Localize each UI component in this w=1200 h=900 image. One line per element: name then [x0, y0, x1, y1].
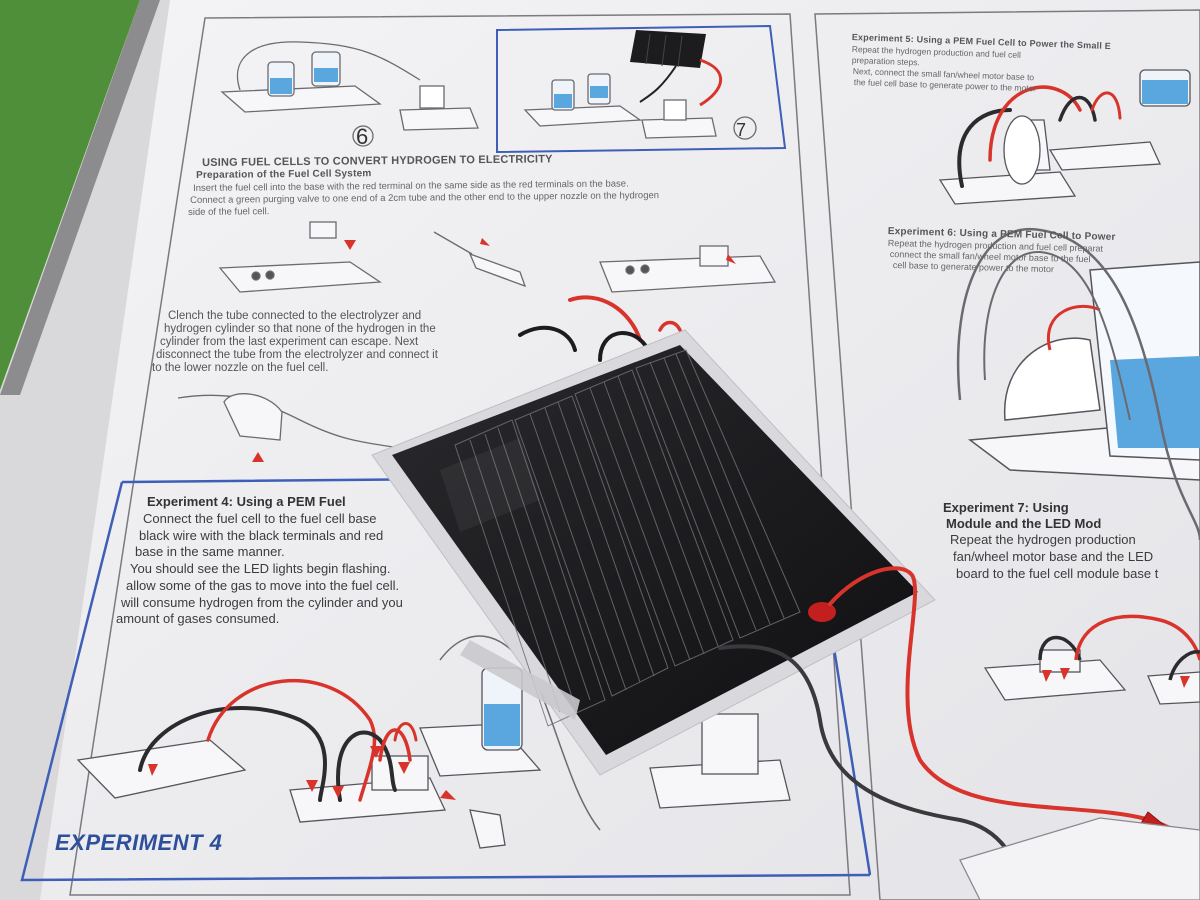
- experiment4-red-arrows: [148, 746, 456, 800]
- experiment4-line-2: black wire with the black terminals and …: [139, 528, 384, 543]
- step7-circle: [733, 116, 757, 140]
- clench-line-5: to the lower nozzle on the fuel cell.: [152, 362, 329, 374]
- fuel-cell-base-sketches: [218, 221, 777, 293]
- left-panel-frame: [69, 13, 851, 896]
- experiment4-label: EXPERIMENT 4: [55, 830, 223, 855]
- step7-diagram: [523, 73, 717, 139]
- step6-number: 6: [356, 124, 368, 149]
- experiment4-wires: [138, 678, 418, 802]
- exp7-line-2: fan/wheel motor base and the LED: [953, 549, 1154, 564]
- experiment4-apparatus: [76, 635, 791, 849]
- red-direction-arrows: [252, 238, 736, 462]
- exp6-apparatus: [956, 227, 1200, 541]
- tube-clamp-sketch: [177, 393, 401, 449]
- exp7-line-1: Repeat the hydrogen production: [950, 532, 1136, 547]
- exp7-title: Experiment 7: Using: [943, 500, 1069, 515]
- real-wires-background: [518, 295, 682, 362]
- exp5-wires: [957, 85, 1122, 188]
- step6-diagram: [220, 41, 479, 147]
- solar-panel-stand: [460, 640, 580, 720]
- experiment4-line-4: You should see the LED lights begin flas…: [130, 561, 391, 576]
- experiment4-line-7: amount of gases consumed.: [116, 611, 280, 626]
- exp7-apparatus: [983, 614, 1200, 705]
- instruction-line-3: side of the fuel cell.: [188, 206, 270, 218]
- exp7-subtitle: Module and the LED Mod: [946, 516, 1102, 531]
- step7-number: 7: [736, 120, 746, 140]
- clench-line-1: Clench the tube connected to the electro…: [168, 310, 422, 322]
- solar-panel-glare: [440, 438, 540, 532]
- exp7-red-arrows: [1042, 668, 1190, 688]
- step7-box: [496, 24, 787, 154]
- black-wire: [718, 644, 1027, 900]
- clench-line-3: cylinder from the last experiment can es…: [160, 336, 419, 348]
- box-side: [0, 0, 160, 395]
- experiment4-line-1: Connect the fuel cell to the fuel cell b…: [143, 511, 377, 526]
- exp7-line-3: board to the fuel cell module base t: [956, 566, 1159, 581]
- mini-solar-panel: [630, 30, 723, 107]
- experiment4-title: Experiment 4: Using a PEM Fuel: [147, 494, 346, 509]
- experiment4-line-3: base in the same manner.: [135, 544, 285, 559]
- experiment4-line-6: will consume hydrogen from the cylinder …: [121, 595, 403, 610]
- exp5-apparatus: [938, 69, 1191, 205]
- solar-panel-surface: [392, 345, 918, 755]
- clench-line-4: disconnect the tube from the electrolyze…: [156, 349, 438, 361]
- section-subheading: Preparation of the Fuel Cell System: [196, 168, 372, 181]
- experiment4-line-5: allow some of the gas to move into the f…: [126, 578, 400, 593]
- solar-panel-cell-lines: [454, 349, 801, 727]
- solar-panel-red-terminal: [808, 602, 836, 622]
- clench-line-2: hydrogen cylinder so that none of the hy…: [164, 323, 436, 335]
- bottom-right-base: [959, 817, 1200, 900]
